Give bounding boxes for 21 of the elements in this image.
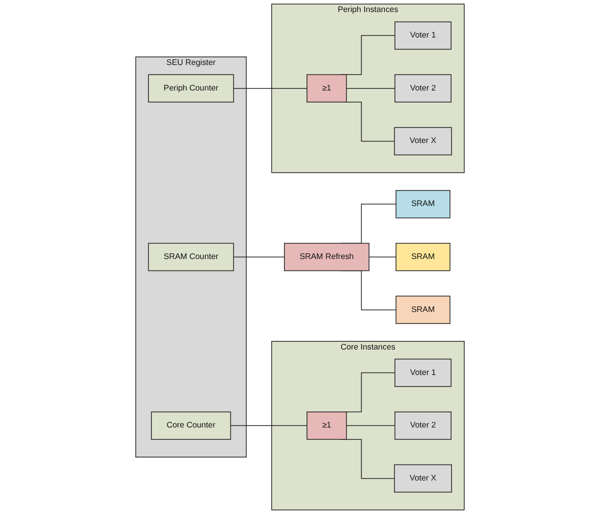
node-box: Voter X: [394, 464, 452, 493]
node-box: ≥1: [306, 74, 347, 102]
node-box: SRAM Refresh: [284, 242, 370, 272]
node-box: Voter 2: [394, 74, 452, 102]
connector: [368, 256, 396, 258]
node-box: Voter 1: [394, 358, 452, 387]
node-box: SRAM: [396, 242, 450, 272]
node-box: Voter 2: [394, 412, 452, 440]
node-box: Voter 1: [394, 21, 452, 50]
connector: [346, 88, 396, 89]
node-box: SRAM: [396, 296, 450, 324]
node-box: Voter X: [394, 127, 452, 156]
connector: [346, 425, 396, 426]
node-box: ≥1: [306, 412, 347, 440]
node-box: Core Counter: [151, 412, 232, 440]
node-box: SRAM Counter: [148, 242, 234, 272]
node-box: SRAM: [396, 190, 450, 218]
connector: [233, 256, 285, 258]
connector: [230, 425, 308, 426]
node-box: Periph Counter: [148, 74, 234, 102]
connector: [233, 88, 308, 89]
